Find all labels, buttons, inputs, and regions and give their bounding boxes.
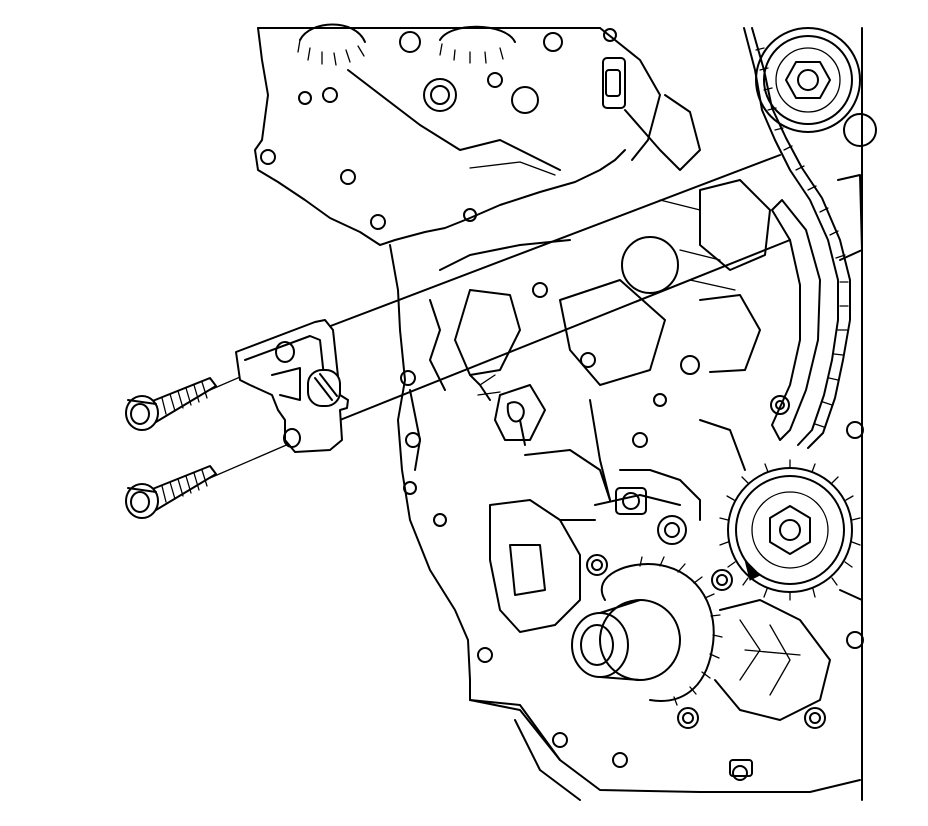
timing-chain-icon [743,27,851,449]
idler-gear-icon [719,459,861,601]
bolt-icon [125,377,217,519]
engine-front-icon [254,23,864,801]
camshaft-sprocket-icon [755,27,877,147]
chain-tensioner-icon [235,319,349,453]
crankshaft-sprocket-icon [571,556,831,721]
